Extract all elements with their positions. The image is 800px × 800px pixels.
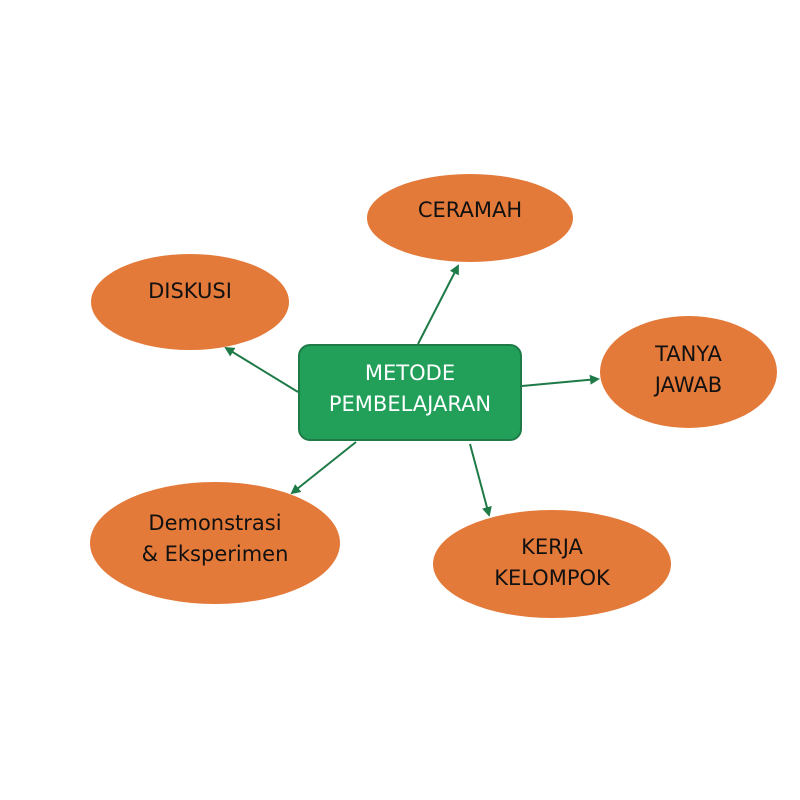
- arrow-to-ceramah: [417, 264, 459, 345]
- arrow-to-kerja-kelompok: [469, 443, 492, 517]
- node-tanya-jawab-line-2: JAWAB: [654, 372, 723, 397]
- node-kerja-kelompok-label: KERJA KELOMPOK: [494, 532, 610, 594]
- central-topic-line-2: PEMBELAJARAN: [328, 391, 492, 416]
- node-tanya-jawab: TANYA JAWAB: [600, 316, 777, 428]
- central-topic-label: METODE PEMBELAJARAN: [329, 358, 491, 420]
- node-ceramah: CERAMAH: [367, 174, 573, 262]
- node-kerja-kelompok-line-1: KERJA: [521, 535, 583, 559]
- node-ceramah-label: CERAMAH: [418, 195, 522, 226]
- central-topic-box: METODE PEMBELAJARAN: [298, 344, 522, 441]
- node-kerja-kelompok: KERJA KELOMPOK: [433, 510, 671, 618]
- central-topic-line-1: METODE: [364, 360, 456, 385]
- node-diskusi-line-1: DISKUSI: [148, 278, 232, 303]
- arrow-to-tanya-jawab: [521, 374, 600, 387]
- node-demonstrasi-line-1: Demonstrasi: [148, 511, 282, 535]
- node-ceramah-line-1: CERAMAH: [417, 197, 523, 222]
- node-tanya-jawab-line-1: TANYA: [655, 341, 722, 366]
- node-kerja-kelompok-line-2: KELOMPOK: [494, 566, 610, 590]
- node-demonstrasi-label: Demonstrasi & Eksperimen: [142, 508, 289, 570]
- node-tanya-jawab-label: TANYA JAWAB: [655, 339, 722, 401]
- node-diskusi-label: DISKUSI: [148, 276, 232, 307]
- node-diskusi: DISKUSI: [91, 254, 289, 350]
- node-demonstrasi: Demonstrasi & Eksperimen: [90, 482, 340, 604]
- node-demonstrasi-line-2: & Eksperimen: [141, 542, 289, 566]
- arrow-to-demonstrasi: [290, 441, 357, 495]
- arrow-to-diskusi: [224, 346, 299, 393]
